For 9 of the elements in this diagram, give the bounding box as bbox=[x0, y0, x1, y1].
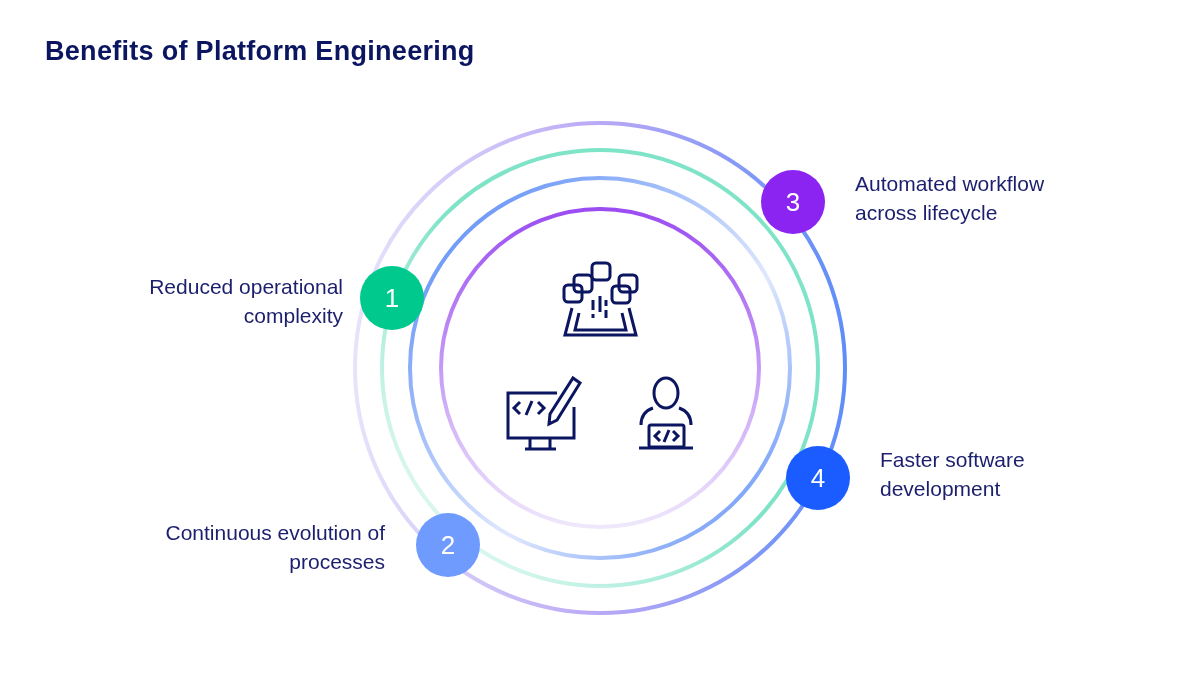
number-badge: 3 bbox=[761, 170, 825, 234]
number-badge: 2 bbox=[416, 513, 480, 577]
benefit-text: Faster software development bbox=[880, 447, 1026, 502]
number-badge: 1 bbox=[360, 266, 424, 330]
benefit-text: Automated workflow across lifecycle bbox=[855, 171, 1046, 226]
title: Benefits of Platform Engineering bbox=[45, 36, 475, 67]
number-badge: 4 bbox=[786, 446, 850, 510]
benefit-text: Reduced operational complexity bbox=[148, 274, 343, 329]
benefit-text: Continuous evolution of processes bbox=[164, 520, 385, 575]
